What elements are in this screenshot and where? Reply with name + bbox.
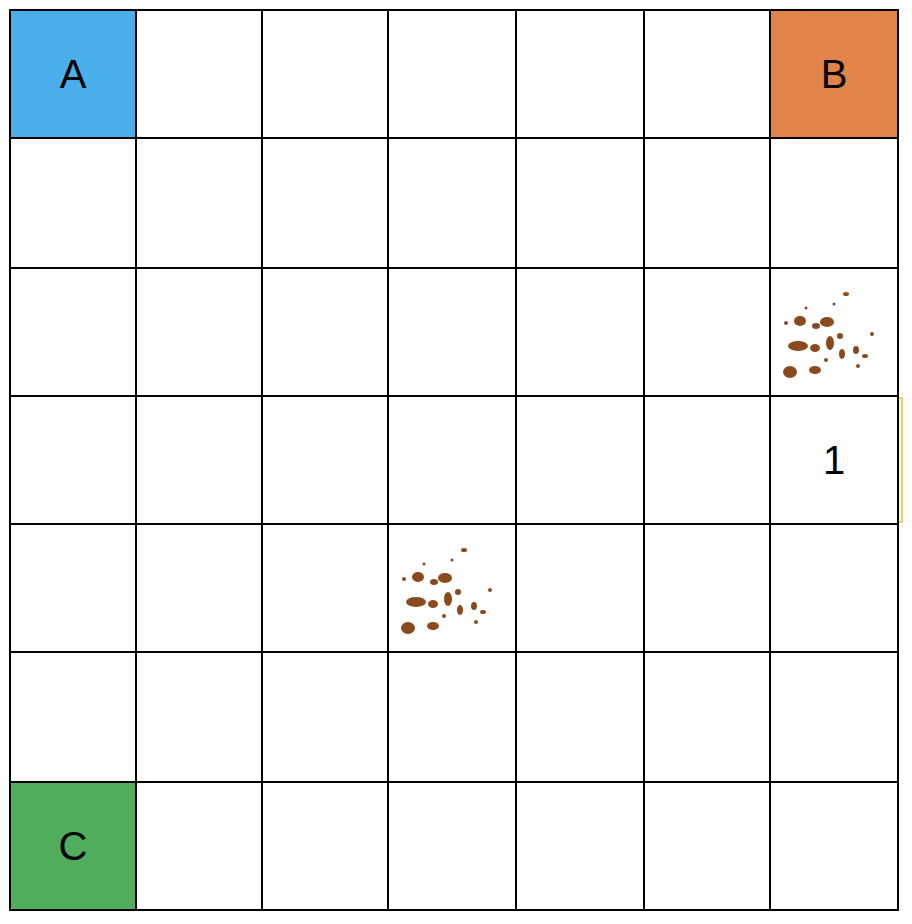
dirt-stain <box>401 548 492 634</box>
goal-cell: B <box>769 9 899 139</box>
cell-label: 1 <box>823 440 845 480</box>
numbered-cell: 1 <box>769 395 899 525</box>
goal-cell: C <box>9 781 137 911</box>
cell-label: B <box>821 54 848 94</box>
dirt-stain <box>783 292 874 378</box>
start-cell: A <box>9 9 137 139</box>
cell-label: A <box>60 54 87 94</box>
cell-label: C <box>59 826 88 866</box>
grid-lines <box>10 10 898 910</box>
